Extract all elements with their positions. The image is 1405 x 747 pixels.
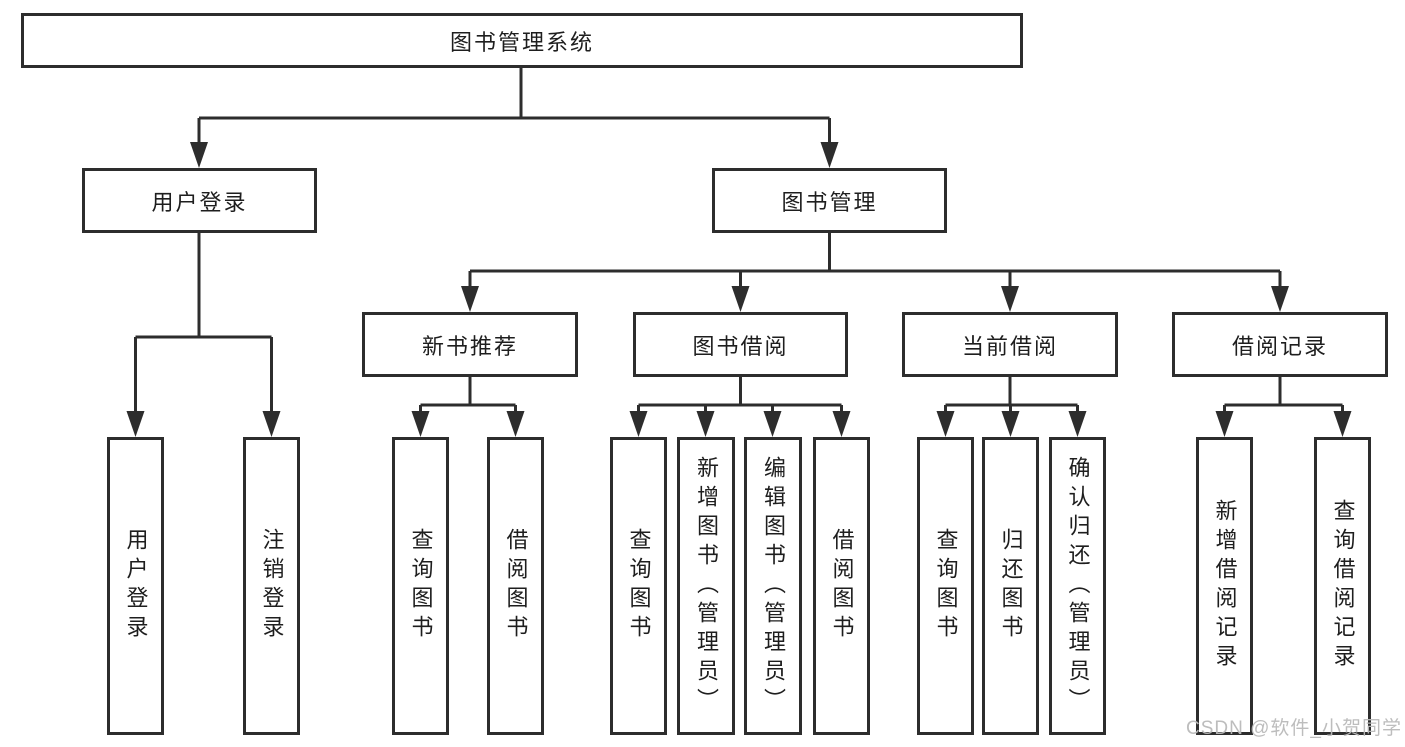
arrowhead (936, 411, 955, 437)
arrowhead (731, 286, 750, 312)
leaf-borrow-books-new-rec: 借阅图书 (487, 437, 544, 735)
connector-borrow-records-to-leaves (1223, 377, 1344, 413)
node-library-management-system: 图书管理系统 (21, 13, 1023, 68)
leaf-add-book-admin: 新增图书（管理员） (677, 437, 735, 735)
arrowhead (190, 142, 208, 168)
arrowhead (1271, 286, 1289, 312)
csdn-watermark: CSDN @软件_小贺同学 (1186, 718, 1402, 739)
arrowhead (696, 411, 715, 437)
arrowhead (1001, 286, 1019, 312)
node-new-book-recommendation: 新书推荐 (362, 312, 578, 377)
arrowhead (1333, 411, 1352, 437)
arrowhead (262, 411, 281, 437)
node-borrowing-records: 借阅记录 (1172, 312, 1388, 377)
leaf-query-books-borrow: 查询图书 (610, 437, 667, 735)
leaf-user-login: 用户登录 (107, 437, 164, 735)
node-current-borrowing: 当前借阅 (902, 312, 1118, 377)
connector-book-borrow-to-leaves (637, 377, 843, 413)
connector-root-to-level2 (197, 68, 831, 144)
connector-user-login-to-leaves (134, 233, 273, 413)
node-user-login-group: 用户登录 (82, 168, 317, 233)
leaf-logout: 注销登录 (243, 437, 300, 735)
arrowhead (1215, 411, 1234, 437)
arrowhead (506, 411, 525, 437)
arrowhead (832, 411, 851, 437)
leaf-query-books-current: 查询图书 (917, 437, 974, 735)
leaf-query-borrow-record: 查询借阅记录 (1314, 437, 1371, 735)
arrowhead (461, 286, 479, 312)
leaf-confirm-return-admin: 确认归还（管理员） (1049, 437, 1106, 735)
connector-new-book-to-leaves (419, 377, 517, 413)
leaf-borrow-books-borrow: 借阅图书 (813, 437, 870, 735)
leaf-return-book: 归还图书 (982, 437, 1039, 735)
node-book-management: 图书管理 (712, 168, 947, 233)
arrowhead (820, 142, 839, 168)
arrowhead (126, 411, 145, 437)
arrowhead (1068, 411, 1087, 437)
node-book-borrowing: 图书借阅 (633, 312, 848, 377)
arrowhead (411, 411, 430, 437)
leaf-edit-book-admin: 编辑图书（管理员） (744, 437, 802, 735)
arrowhead (1001, 411, 1020, 437)
arrowhead (629, 411, 648, 437)
arrowhead (763, 411, 782, 437)
connector-book-management-to-level3 (468, 233, 1282, 288)
leaf-add-borrow-record: 新增借阅记录 (1196, 437, 1253, 735)
leaf-query-books-new-rec: 查询图书 (392, 437, 449, 735)
connector-current-borrow-to-leaves (944, 377, 1079, 413)
